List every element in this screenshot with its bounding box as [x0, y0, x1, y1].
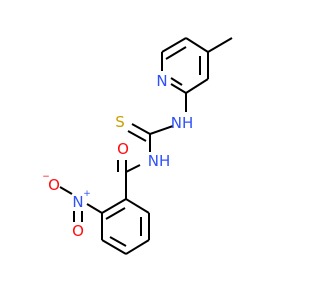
carbonyl-o-label: O: [117, 140, 129, 158]
amine-nh-thio-label: NH: [171, 114, 194, 132]
bond-benz-1-2: [101, 198, 127, 214]
bond-nh2-co: [125, 164, 141, 173]
bond-ring-c5-n: [170, 83, 187, 94]
bond-methyl: [207, 37, 233, 53]
bond-benz-3-4: [101, 239, 127, 255]
bond-benz-6-1: [125, 198, 150, 214]
atom-labels: N NH S NH O N + O − O: [42, 72, 193, 240]
bond-benz-1-2-double: [105, 207, 126, 220]
bond-benz-nitro: [86, 203, 103, 214]
bond-ring-c1-c2-double: [165, 46, 187, 60]
bonds: [59, 37, 233, 255]
bond-ring-c5-n-double: [170, 77, 183, 86]
amide-nh-label: NH: [148, 152, 171, 170]
bond-cs-s-double: [127, 130, 147, 142]
nitro-n-label: N: [72, 193, 83, 211]
thione-s-label: S: [115, 113, 125, 131]
bond-benz-3-4-double: [109, 236, 127, 247]
nitro-o-minus-charge: −: [42, 172, 50, 182]
nitro-o-double-label: O: [72, 222, 84, 240]
bond-ring-c4-c5: [185, 78, 209, 94]
bond-nh-cs: [149, 125, 174, 135]
bond-ring-c1-c2: [161, 37, 187, 53]
bond-ring-c2-c3: [185, 37, 209, 53]
bond-benz-4-5: [125, 239, 150, 255]
molecule-structure: N NH S NH O N + O − O: [42, 37, 233, 255]
nitro-n-charge: +: [83, 189, 91, 199]
nitro-o-minus-label: O: [48, 176, 60, 194]
pyridine-n-label: N: [156, 72, 167, 90]
bond-nitro-ominus: [59, 186, 73, 195]
bond-cs-s: [131, 123, 151, 135]
